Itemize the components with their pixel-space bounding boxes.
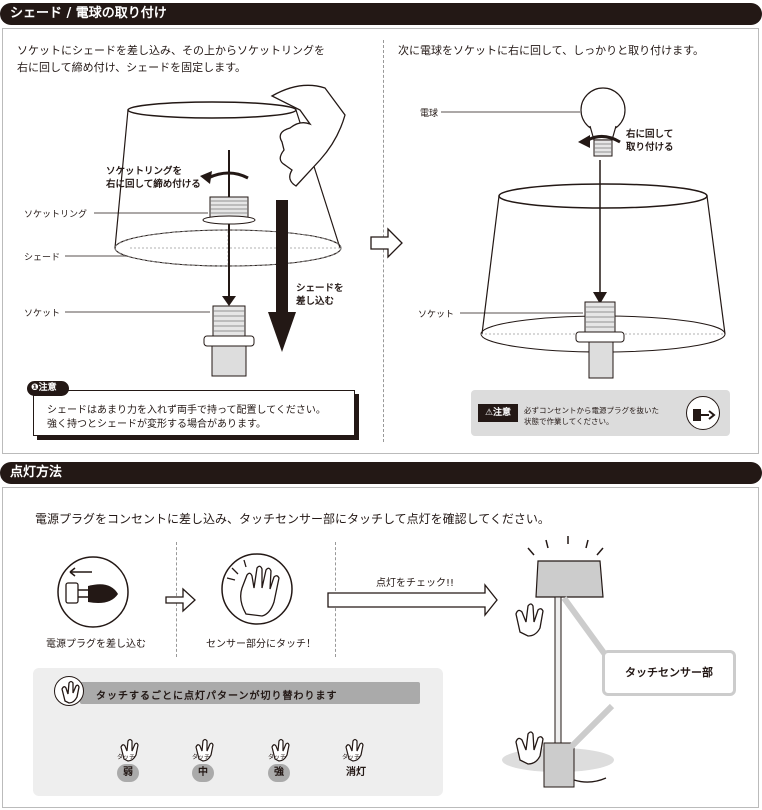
sensor-label-box: タッチセンサー部 — [602, 650, 736, 696]
label-socket-ring: ソケットリング — [24, 210, 88, 220]
label-socket: ソケット — [24, 309, 61, 319]
pattern-title-bar — [80, 682, 420, 704]
caution-badge: ❶注意 — [27, 381, 69, 396]
callout-insert-line-2: 差し込む — [296, 296, 335, 307]
section-title-lighting: 点灯方法 — [10, 465, 63, 480]
touch-icon-2 — [193, 737, 215, 762]
touch-icon-1 — [118, 737, 140, 762]
pattern-title: タッチするごとに点灯パターンが切り替わります — [96, 691, 338, 702]
caution-line-2: 強く持つとシェードが変形する場合があります。 — [47, 419, 266, 430]
warning-icon: ⚠ — [484, 408, 494, 418]
caution-line-1: シェードはあまり力を入れず両手で持って配置してください。 — [47, 405, 326, 416]
callout-ring-line-2: 右に回して締め付ける — [106, 179, 201, 190]
mode-medium: 中 — [192, 764, 214, 782]
label-socket-right: ソケット — [418, 310, 455, 320]
shade-bulb-panel — [2, 28, 759, 454]
unplug-icon — [686, 396, 720, 430]
caution-badge-plug: ⚠注意 — [478, 404, 518, 422]
touch-label-4: タッチ — [342, 754, 361, 761]
caution-box-shade — [33, 390, 355, 436]
caution-title-plug: 注意 — [493, 408, 512, 418]
lighting-panel — [2, 487, 759, 808]
caution-plug-line-1: 必ずコンセントから電源プラグを抜いた — [524, 406, 659, 415]
lighting-instruction: 電源プラグをコンセントに差し込み、タッチセンサー部にタッチして点灯を確認してくだ… — [35, 512, 550, 526]
mode-off: 消灯 — [346, 767, 366, 778]
caution-icon: ❶ — [31, 383, 39, 393]
caution-plug-line-2: 状態で作業してください。 — [524, 417, 614, 426]
shade-installation-illustration — [65, 84, 726, 379]
instruction-line-1: ソケットにシェードを差し込み、その上からソケットリングを — [17, 44, 325, 57]
check-label: 点灯をチェック!! — [376, 578, 455, 589]
callout-insert-line-1: シェードを — [296, 283, 344, 294]
mode-strong: 強 — [268, 764, 290, 782]
callout-ring-line-1: ソケットリングを — [106, 166, 183, 177]
touch-icon-3 — [269, 737, 291, 762]
touch-label-2: タッチ — [192, 754, 211, 761]
section-header-lighting: 点灯方法 — [0, 462, 762, 484]
step2-label: センサー部分にタッチ！ — [206, 639, 316, 650]
mode-weak: 弱 — [117, 764, 139, 782]
section-header-shade-bulb: シェード / 電球の取り付け — [0, 3, 762, 25]
touch-icon-4 — [343, 737, 365, 762]
sensor-label: タッチセンサー部 — [625, 666, 713, 679]
touch-label-1: タッチ — [117, 754, 136, 761]
instruction-bulb: 次に電球をソケットに右に回して、しっかりと取り付けます。 — [398, 44, 705, 57]
touch-label-3: タッチ — [268, 754, 287, 761]
label-bulb: 電球 — [420, 109, 439, 119]
hand-icon — [54, 676, 84, 706]
label-shade: シェード — [24, 253, 61, 263]
callout-turn-line-2: 取り付ける — [626, 142, 674, 153]
step1-label: 電源プラグを差し込む — [46, 639, 146, 650]
instruction-line-2: 右に回して締め付け、シェードを固定します。 — [17, 61, 247, 74]
callout-turn-line-1: 右に回して — [626, 129, 674, 140]
caution-title: 注意 — [38, 383, 57, 393]
section-title: シェード / 電球の取り付け — [10, 6, 167, 21]
